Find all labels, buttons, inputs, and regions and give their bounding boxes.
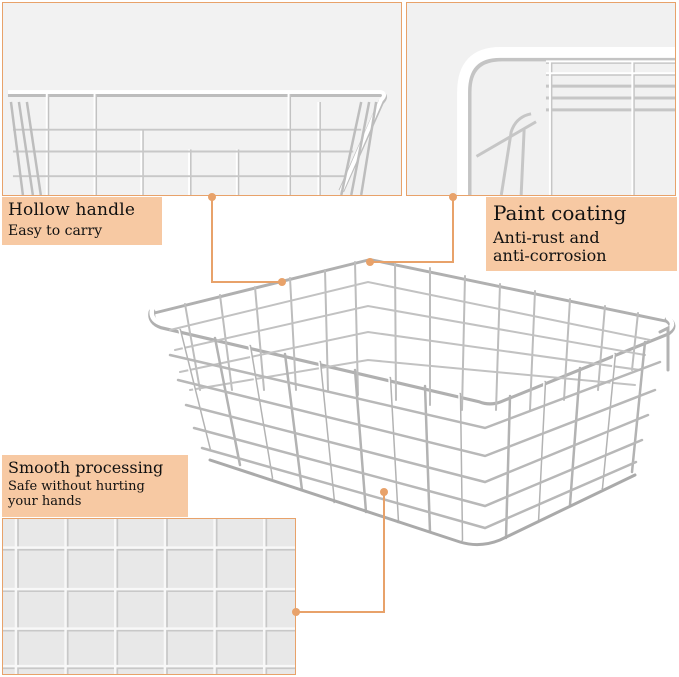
smooth-processing-subtitle: Safe without hurting your hands bbox=[8, 479, 145, 510]
paint-coating-title: Paint coating bbox=[493, 201, 627, 225]
wire-basket-image bbox=[148, 253, 676, 547]
paint-coating-subtitle: Anti-rust and anti-corrosion bbox=[493, 228, 607, 266]
smooth-processing-callout: Smooth processing Safe without hurting y… bbox=[2, 455, 188, 517]
hollow-handle-callout: Hollow handle Easy to carry bbox=[2, 197, 162, 245]
hollow-handle-title: Hollow handle bbox=[8, 200, 136, 220]
smooth-processing-title: Smooth processing bbox=[8, 458, 164, 477]
paint-coating-callout: Paint coating Anti-rust and anti-corrosi… bbox=[486, 197, 677, 271]
hollow-handle-subtitle: Easy to carry bbox=[8, 222, 103, 239]
smooth-processing-detail-image bbox=[2, 518, 296, 675]
hollow-handle-detail-image bbox=[2, 2, 402, 196]
paint-coating-detail-image bbox=[406, 2, 676, 196]
